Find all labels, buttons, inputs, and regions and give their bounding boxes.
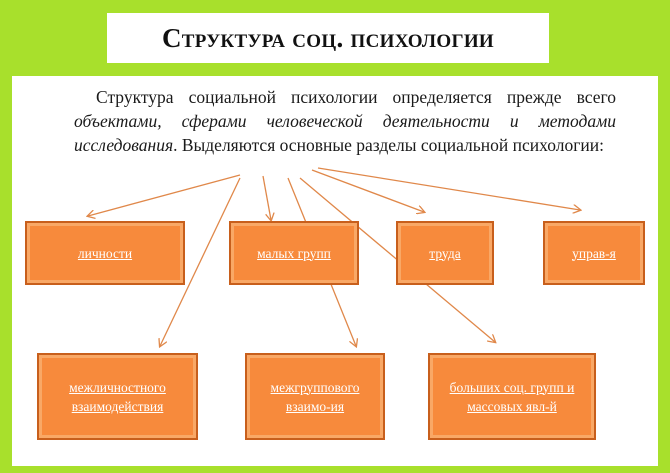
box-personality: личности xyxy=(25,221,185,285)
box-small-groups-label: малых групп xyxy=(257,245,331,261)
box-management-label: управ-я xyxy=(572,245,616,261)
box-large-groups: больших соц. групп и массовых явл-й xyxy=(428,353,596,440)
arrow-to-management xyxy=(317,167,580,210)
box-large-groups-label: больших соц. групп и массовых явл-й xyxy=(449,379,575,414)
para-text-1: Структура социальной психологии определя… xyxy=(96,87,616,107)
arrow-to-labor xyxy=(311,169,424,212)
box-management: управ-я xyxy=(543,221,645,285)
intro-paragraph: Структура социальной психологии определя… xyxy=(74,85,616,157)
box-small-groups: малых групп xyxy=(229,221,359,285)
box-personality-label: личности xyxy=(77,245,133,261)
box-intergroup-label: межгруппового взаимо-ия xyxy=(270,379,360,414)
box-interpersonal: межличностного взаимодействия xyxy=(37,353,198,440)
title-box: Структура соц. психологии xyxy=(107,13,549,63)
arrow-to-personality xyxy=(88,174,241,216)
arrow-to-small-groups xyxy=(262,175,271,220)
box-labor-label: труда xyxy=(429,245,461,261)
box-interpersonal-label: межличностного взаимодействия xyxy=(69,379,166,414)
box-intergroup: межгруппового взаимо-ия xyxy=(245,353,385,440)
para-text-3: . Выделяются основные разделы социальной… xyxy=(173,135,604,155)
arrow-to-interpersonal xyxy=(160,177,241,346)
box-labor: труда xyxy=(396,221,494,285)
para-text-2: объектами, сферами человеческой деятельн… xyxy=(74,111,616,155)
page-title: Структура соц. психологии xyxy=(161,22,495,53)
